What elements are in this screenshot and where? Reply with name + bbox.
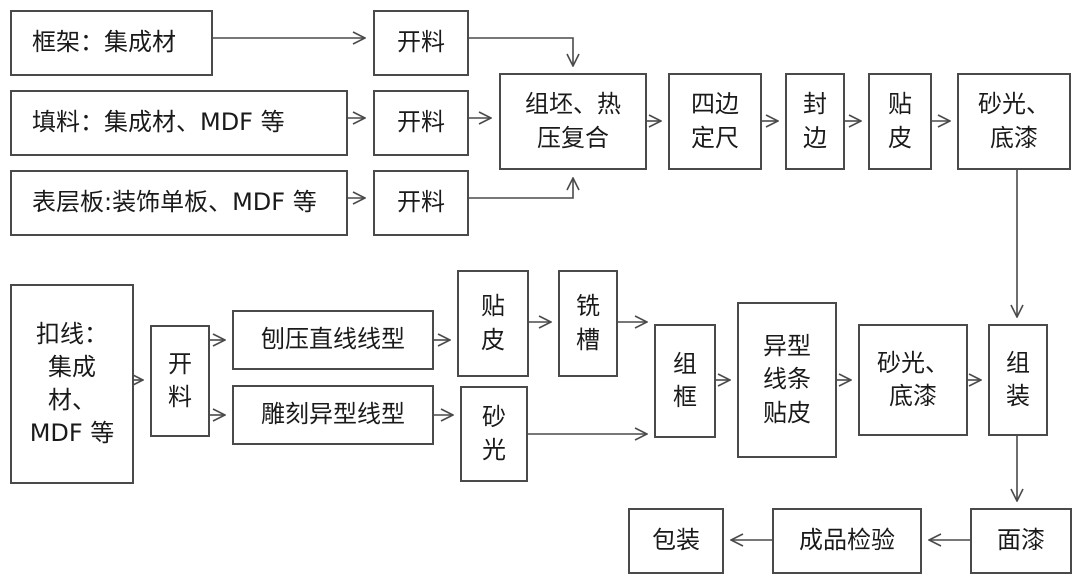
cutting-box-1: 开料: [373, 10, 469, 76]
final-inspection-box: 成品检验: [772, 508, 922, 574]
arrow-cut3-to-press: [469, 178, 573, 199]
sanding-primer-box-1: 砂光、 底漆: [957, 73, 1071, 170]
cutting-box-4: 开 料: [150, 325, 210, 437]
filling-material-box: 填料：集成材、MDF 等: [10, 90, 348, 156]
trim-material-box: 扣线： 集成 材、 MDF 等: [10, 284, 134, 484]
shaped-profile-carving-box: 雕刻异型线型: [232, 385, 434, 445]
cutting-box-3: 开料: [373, 170, 469, 236]
arrow-cut1-to-press: [469, 37, 573, 66]
sanding-primer-box-2: 砂光、 底漆: [858, 324, 968, 436]
packaging-box: 包装: [628, 508, 724, 574]
milling-groove-box: 铣 槽: [558, 270, 618, 377]
frame-material-box: 框架：集成材: [10, 10, 213, 76]
sanding-box: 砂 光: [460, 386, 528, 482]
four-side-sizing-box: 四边 定尺: [668, 73, 762, 170]
veneer-box-2: 贴 皮: [457, 270, 529, 377]
assembly-box: 组 装: [988, 324, 1048, 436]
shaped-strip-veneer-box: 异型 线条 贴皮: [737, 302, 837, 458]
cutting-box-2: 开料: [373, 90, 469, 156]
assemble-hot-press-box: 组坯、热 压复合: [499, 73, 647, 170]
frame-assembly-box: 组 框: [654, 324, 716, 438]
veneer-box-1: 贴 皮: [868, 73, 932, 170]
surface-board-box: 表层板:装饰单板、MDF 等: [10, 170, 348, 236]
edge-banding-box: 封 边: [785, 73, 845, 170]
straight-profile-planing-box: 刨压直线线型: [232, 310, 434, 370]
topcoat-box: 面漆: [970, 508, 1072, 574]
